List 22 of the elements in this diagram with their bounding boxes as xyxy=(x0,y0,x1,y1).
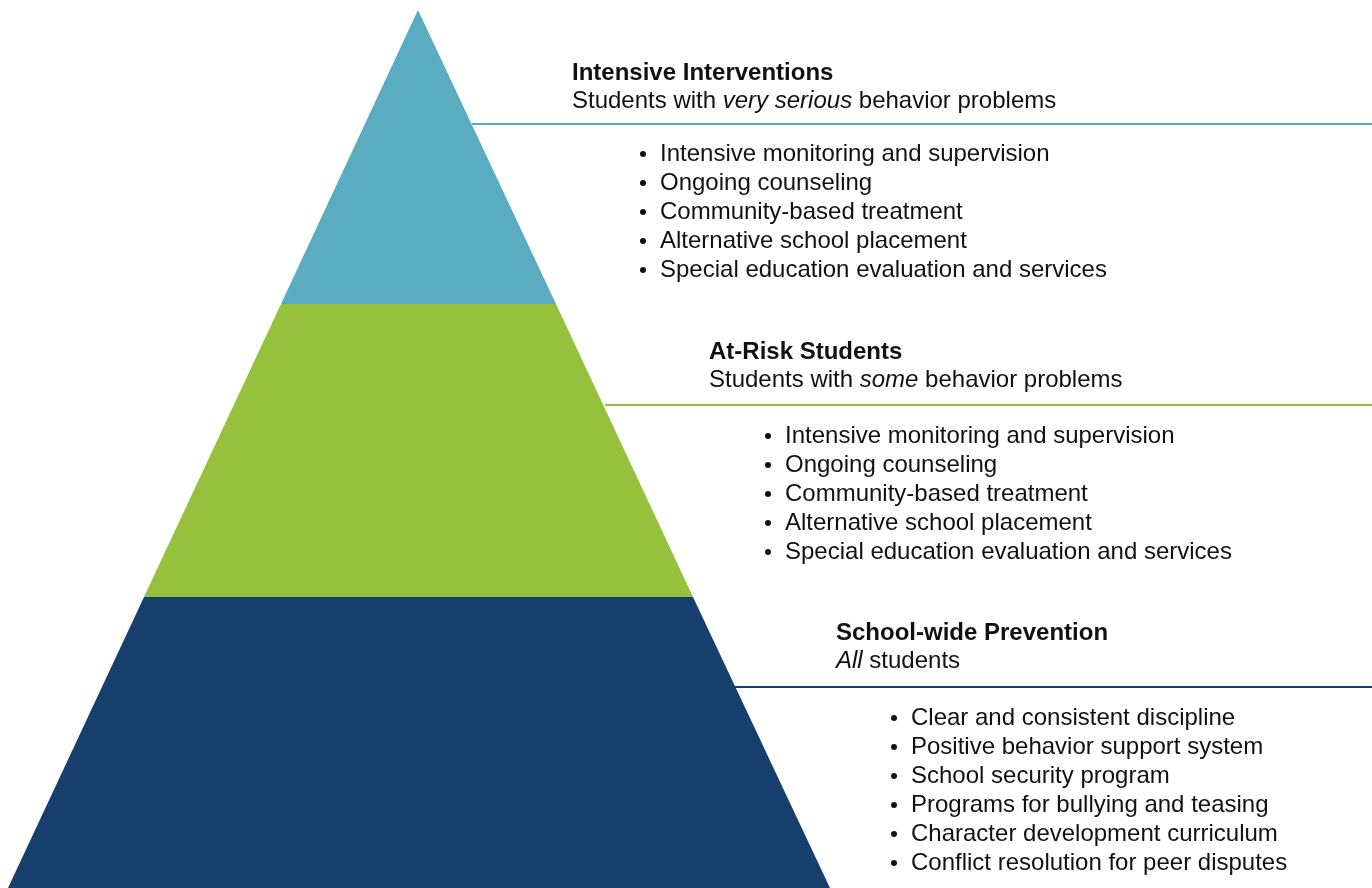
list-item: Ongoing counseling xyxy=(785,450,998,478)
list-item: Ongoing counseling xyxy=(660,168,873,196)
list-item: Positive behavior support system xyxy=(911,732,1264,760)
list-item: Alternative school placement xyxy=(660,226,967,254)
list-item: Intensive monitoring and supervision xyxy=(785,421,1175,449)
list-item: Clear and consistent discipline xyxy=(911,703,1236,731)
list-item: Special education evaluation and services xyxy=(785,537,1232,565)
tier-heading: School-wide Prevention xyxy=(836,618,1109,646)
tier-heading: At-Risk Students xyxy=(709,337,903,365)
list-item: Community-based treatment xyxy=(785,479,1088,507)
list-item: Character development curriculum xyxy=(911,819,1278,847)
list-item: Special education evaluation and services xyxy=(660,255,1107,283)
tier-subtitle: Students with very serious behavior problems xyxy=(572,86,1057,114)
tier-heading: Intensive Interventions xyxy=(572,58,834,86)
list-item: Conflict resolution for peer disputes xyxy=(911,848,1288,876)
list-item: Alternative school placement xyxy=(785,508,1092,536)
tier-subtitle: Students with some behavior problems xyxy=(709,365,1123,393)
list-item: Intensive monitoring and supervision xyxy=(660,139,1050,167)
list-item: Community-based treatment xyxy=(660,197,963,225)
list-item: Programs for bullying and teasing xyxy=(911,790,1269,818)
list-item: School security program xyxy=(911,761,1170,789)
tier-subtitle: All students xyxy=(836,646,961,674)
